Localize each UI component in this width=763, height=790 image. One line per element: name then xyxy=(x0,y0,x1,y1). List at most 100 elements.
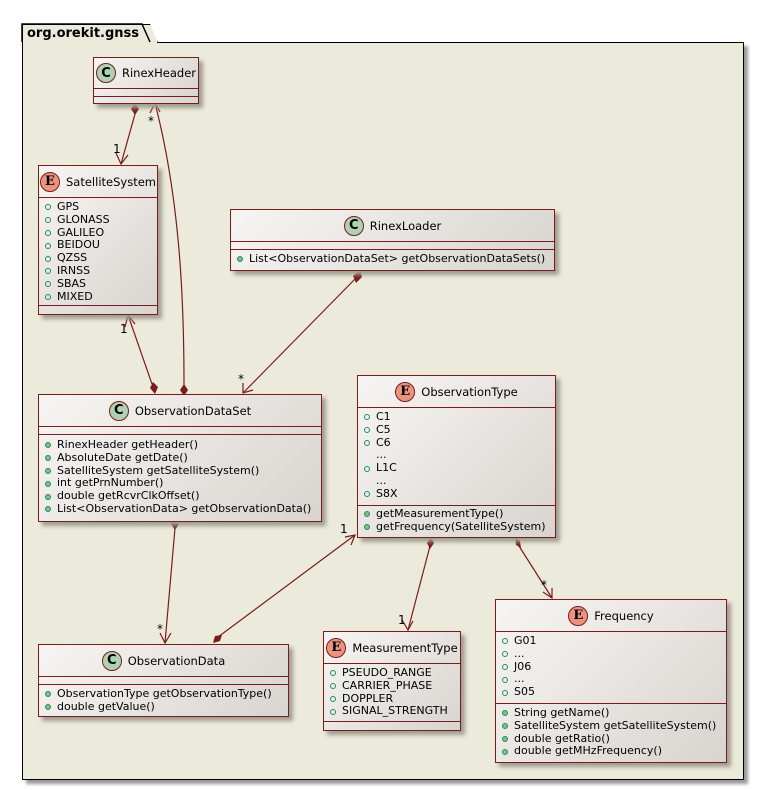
field-text: ... xyxy=(514,672,525,686)
class-observationdataset[interactable]: C ObservationDataSet RinexHeader getHead… xyxy=(38,394,322,522)
composition-diamond xyxy=(353,270,362,283)
field-text: BEIDOU xyxy=(57,238,100,252)
class-badge-icon: C xyxy=(343,215,364,236)
composition-diamond xyxy=(213,635,222,643)
fields-section xyxy=(231,242,554,250)
public-field-icon xyxy=(364,414,370,421)
enum-constant: ... xyxy=(502,673,726,686)
method-text: List<ObservationDataSet> getObservationD… xyxy=(249,252,546,265)
enum-constant: G01 xyxy=(502,634,726,648)
enum-constant: C1 xyxy=(364,410,555,424)
field-text: ... xyxy=(376,473,387,487)
field-text: G01 xyxy=(514,634,537,647)
fields-section: G01...J06...S05 xyxy=(496,632,726,704)
public-field-icon xyxy=(364,427,370,434)
public-method-icon xyxy=(502,710,508,717)
public-field-icon xyxy=(502,689,508,696)
public-field-icon xyxy=(45,281,51,288)
class-observationdata[interactable]: C ObservationData ObservationType getObs… xyxy=(38,644,289,717)
class-header: E Frequency xyxy=(496,600,726,632)
public-method-icon xyxy=(45,493,51,500)
public-field-icon xyxy=(364,439,370,446)
class-header: C ObservationDataSet xyxy=(39,395,321,427)
enum-constant: ... xyxy=(364,449,555,462)
field-text: SIGNAL_STRENGTH xyxy=(342,704,448,718)
multiplicity-label: 1 xyxy=(398,613,406,627)
methods-section xyxy=(39,306,157,314)
methods-section: RinexHeader getHeader()AbsoluteDate getD… xyxy=(39,435,321,518)
methods-section: ObservationType getObservationType()doub… xyxy=(39,685,288,716)
field-text: IRNSS xyxy=(57,263,91,277)
field-text: SBAS xyxy=(57,276,87,290)
field-text: C6 xyxy=(376,435,391,449)
public-field-icon xyxy=(502,651,508,658)
class-badge-icon: C xyxy=(101,650,122,671)
class-name: RinexHeader xyxy=(121,66,197,80)
public-method-icon xyxy=(45,506,51,513)
multiplicity-label: * xyxy=(541,578,547,592)
class-header: E SatelliteSystem xyxy=(39,166,157,198)
method-text: SatelliteSystem getSatelliteSystem() xyxy=(57,463,260,477)
enum-constant: CARRIER_PHASE xyxy=(330,679,460,693)
enum-constant: MIXED xyxy=(45,290,157,304)
enum-badge-icon: E xyxy=(40,171,60,192)
composition-diamond xyxy=(180,384,188,396)
method-text: RinexHeader getHeader() xyxy=(57,438,199,451)
public-method-icon xyxy=(45,455,51,462)
enum-badge-icon: E xyxy=(395,381,416,402)
enum-constant: J06 xyxy=(502,659,726,674)
method-row: double getMHzFrequency() xyxy=(502,745,726,758)
method-text: double getValue() xyxy=(57,699,155,713)
enum-constant: IRNSS xyxy=(45,263,157,278)
public-method-icon xyxy=(45,442,51,449)
class-badge-icon: C xyxy=(95,63,116,83)
enum-badge-icon: E xyxy=(326,637,347,658)
method-row: ObservationType getObservationType() xyxy=(45,687,288,701)
public-field-icon xyxy=(502,676,508,683)
methods-section: getMeasurementType()getFrequency(Satelli… xyxy=(358,506,555,536)
enum-constant: SIGNAL_STRENGTH xyxy=(330,705,460,718)
composition-diamond xyxy=(515,537,521,548)
method-text: double getMHzFrequency() xyxy=(514,744,662,758)
public-method-icon xyxy=(364,524,370,531)
method-row: double getValue() xyxy=(45,699,288,714)
method-row: int getPrnNumber() xyxy=(45,477,321,490)
field-text: PSEUDO_RANGE xyxy=(342,666,432,679)
arrow-head xyxy=(124,313,136,328)
method-text: int getPrnNumber() xyxy=(57,476,164,490)
enum-constant: BEIDOU xyxy=(45,239,157,252)
public-method-icon xyxy=(237,256,243,263)
class-rinexheader[interactable]: C RinexHeader xyxy=(93,57,199,104)
method-row: List<ObservationDataSet> getObservationD… xyxy=(237,252,554,266)
field-text: S8X xyxy=(376,486,398,500)
class-name: ObservationDataSet xyxy=(134,403,252,418)
field-text: C1 xyxy=(376,410,391,423)
multiplicity-label: 1 xyxy=(340,522,348,536)
class-header: E ObservationType xyxy=(358,376,555,408)
method-text: AbsoluteDate getDate() xyxy=(57,450,188,464)
public-field-icon xyxy=(364,465,370,472)
methods-section xyxy=(94,97,198,103)
class-header: C RinexLoader xyxy=(231,210,554,242)
method-row: RinexHeader getHeader() xyxy=(45,438,321,452)
field-text: J06 xyxy=(514,659,532,673)
field-text: ... xyxy=(514,646,525,660)
fields-section xyxy=(94,89,198,97)
public-field-icon xyxy=(45,268,51,275)
fields-section xyxy=(39,677,288,685)
class-header: C ObservationData xyxy=(39,645,288,677)
enum-frequency[interactable]: E Frequency G01...J06...S05 String getNa… xyxy=(495,599,727,763)
method-row: double getRcvrClkOffset() xyxy=(45,489,321,503)
multiplicity-label: * xyxy=(157,622,163,636)
public-method-icon xyxy=(364,511,370,518)
public-field-icon xyxy=(330,683,336,690)
public-field-icon xyxy=(45,242,51,249)
class-rinexloader[interactable]: C RinexLoader List<ObservationDataSet> g… xyxy=(230,209,555,271)
